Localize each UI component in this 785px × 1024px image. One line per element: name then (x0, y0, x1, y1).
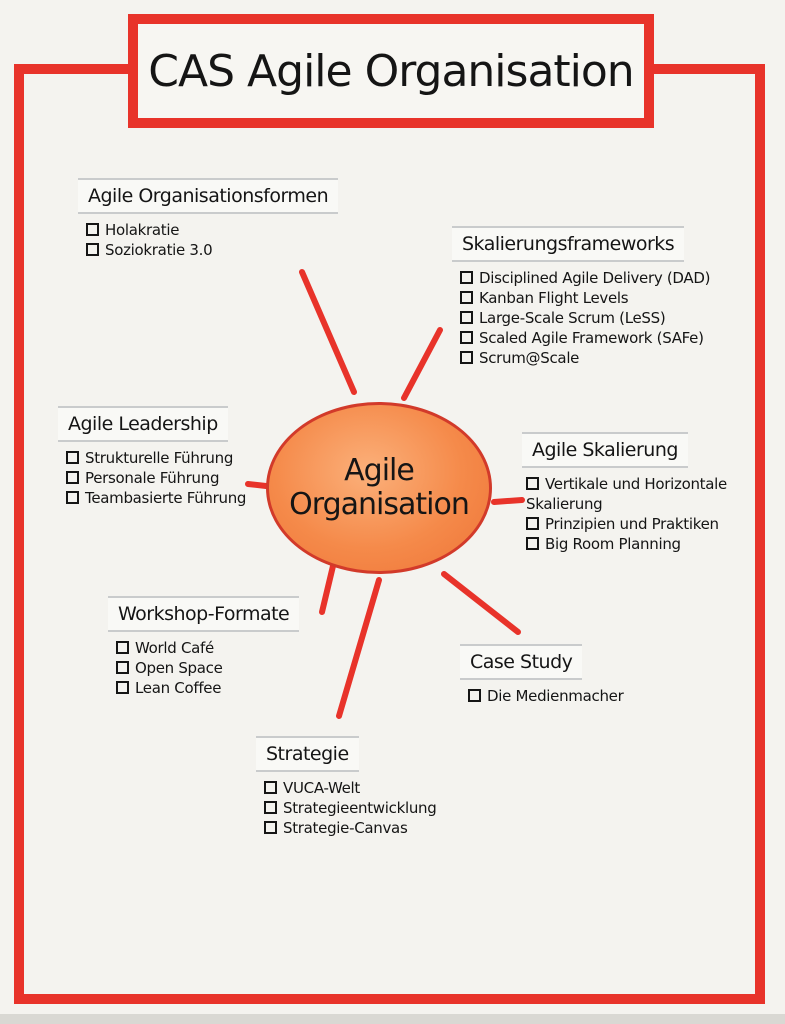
list-item: Die Medienmacher (468, 686, 624, 706)
item-label: Strategieentwicklung (283, 799, 437, 817)
central-hub: Agile Organisation (266, 402, 492, 574)
item-list: VUCA-Welt Strategieentwicklung Strategie… (264, 778, 437, 838)
node-title: Skalierungsframeworks (452, 226, 685, 262)
node-agile-organisationsformen: Agile Organisationsformen Holakratie Soz… (78, 178, 339, 260)
item-label: Large-Scale Scrum (LeSS) (479, 309, 666, 327)
item-list: Disciplined Agile Delivery (DAD) Kanban … (460, 268, 710, 368)
list-item: World Café (116, 638, 299, 658)
item-label: Disciplined Agile Delivery (DAD) (479, 269, 711, 287)
list-item: Lean Coffee (116, 678, 299, 698)
item-label: Vertikale und Horizontale Skalierung (526, 475, 727, 513)
item-list: Die Medienmacher (468, 686, 624, 706)
list-item: VUCA-Welt (264, 778, 436, 798)
floor-strip (0, 1014, 785, 1024)
checkbox-icon (116, 641, 129, 654)
list-item: Vertikale und Horizontale Skalierung (526, 474, 741, 514)
checkbox-icon (460, 311, 473, 324)
checkbox-icon (86, 243, 99, 256)
checkbox-icon (460, 291, 473, 304)
checkbox-icon (526, 477, 539, 490)
connector-strategie (336, 577, 382, 719)
item-label: Soziokratie 3.0 (105, 241, 213, 259)
list-item: Strategie-Canvas (264, 818, 436, 838)
list-item: Disciplined Agile Delivery (DAD) (460, 268, 710, 288)
checkbox-icon (66, 451, 79, 464)
node-title: Strategie (256, 736, 359, 772)
connector-skalierungsframeworks (401, 327, 443, 401)
node-title: Agile Skalierung (522, 432, 688, 468)
checkbox-icon (526, 537, 539, 550)
checkbox-icon (116, 661, 129, 674)
checkbox-icon (264, 821, 277, 834)
item-list: Holakratie Soziokratie 3.0 (86, 220, 338, 260)
item-label: Scrum@Scale (479, 349, 580, 367)
list-item: Prinzipien und Praktiken (526, 514, 741, 534)
list-item: Large-Scale Scrum (LeSS) (460, 308, 710, 328)
checkbox-icon (66, 471, 79, 484)
checkbox-icon (66, 491, 79, 504)
connector-case-study (441, 571, 521, 635)
list-item: Scaled Agile Framework (SAFe) (460, 328, 710, 348)
item-list: Vertikale und Horizontale Skalierung Pri… (526, 474, 741, 554)
list-item: Open Space (116, 658, 299, 678)
page-title: CAS Agile Organisation (148, 45, 634, 97)
item-label: VUCA-Welt (283, 779, 360, 797)
item-label: Holakratie (105, 221, 180, 239)
list-item: Big Room Planning (526, 534, 741, 554)
item-label: Lean Coffee (135, 679, 222, 697)
list-item: Kanban Flight Levels (460, 288, 710, 308)
node-agile-leadership: Agile Leadership Strukturelle Führung Pe… (58, 406, 246, 508)
checkbox-icon (526, 517, 539, 530)
node-workshop-formate: Workshop-Formate World Café Open Space L… (108, 596, 300, 698)
item-label: Open Space (135, 659, 223, 677)
checkbox-icon (460, 331, 473, 344)
list-item: Strategieentwicklung (264, 798, 437, 818)
item-label: Scaled Agile Framework (SAFe) (479, 329, 704, 347)
item-label: Strukturelle Führung (85, 449, 234, 467)
checkbox-icon (264, 801, 277, 814)
item-label: Teambasierte Führung (85, 489, 247, 507)
connector-organisationsformen (299, 269, 357, 395)
title-box: CAS Agile Organisation (128, 14, 654, 128)
node-skalierungsframeworks: Skalierungsframeworks Disciplined Agile … (452, 226, 710, 368)
node-title: Agile Leadership (58, 406, 228, 442)
item-label: Kanban Flight Levels (479, 289, 629, 307)
connector-leadership (245, 481, 269, 489)
checkbox-icon (264, 781, 277, 794)
item-label: Prinzipien und Praktiken (545, 515, 719, 533)
node-title: Agile Organisationsformen (78, 178, 339, 214)
list-item: Teambasierte Führung (66, 488, 246, 508)
list-item: Personale Führung (66, 468, 246, 488)
node-case-study: Case Study Die Medienmacher (460, 644, 624, 706)
node-title: Case Study (460, 644, 583, 680)
item-label: Big Room Planning (545, 535, 681, 553)
connector-skalierung (491, 497, 525, 505)
item-list: World Café Open Space Lean Coffee (116, 638, 299, 698)
list-item: Soziokratie 3.0 (86, 240, 338, 260)
checkbox-icon (460, 271, 473, 284)
node-strategie: Strategie VUCA-Welt Strategieentwicklung… (256, 736, 437, 838)
checkbox-icon (116, 681, 129, 694)
list-item: Strukturelle Führung (66, 448, 246, 468)
item-label: Die Medienmacher (487, 687, 624, 705)
node-agile-skalierung: Agile Skalierung Vertikale und Horizonta… (522, 432, 741, 554)
item-list: Strukturelle Führung Personale Führung T… (66, 448, 246, 508)
item-label: Strategie-Canvas (283, 819, 408, 837)
checkbox-icon (86, 223, 99, 236)
list-item: Holakratie (86, 220, 338, 240)
hub-label: Agile Organisation (289, 453, 470, 522)
checkbox-icon (460, 351, 473, 364)
node-title: Workshop-Formate (108, 596, 300, 632)
item-label: Personale Führung (85, 469, 220, 487)
connector-workshop (319, 563, 336, 615)
list-item: Scrum@Scale (460, 348, 710, 368)
checkbox-icon (468, 689, 481, 702)
item-label: World Café (135, 639, 214, 657)
